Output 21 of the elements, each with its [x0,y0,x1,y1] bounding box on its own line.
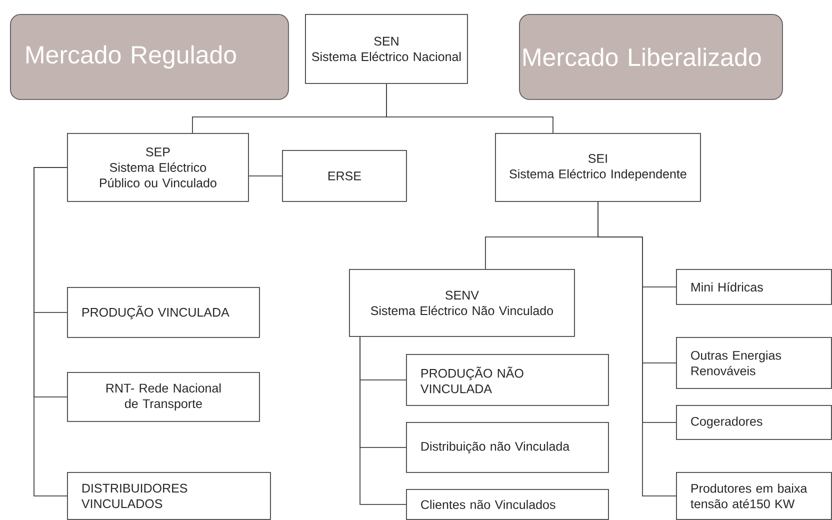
connector-line [598,201,676,496]
org-box: SEI Sistema Eléctrico Independente [495,133,701,202]
connector-line [386,83,554,134]
org-box: Cogeradores [676,405,832,440]
org-box: ERSE [282,150,407,202]
connector-line [34,167,68,496]
org-box: SEN Sistema Eléctrico Nacional [305,14,468,84]
org-box: Distribuição não Vinculada [406,422,609,473]
org-box: Produtores em baixa tensão até150 KW [676,472,832,520]
org-box: DISTRIBUIDORES VINCULADOS [67,472,271,520]
org-box: RNT- Rede Nacional de Transporte [67,372,260,422]
org-box: SENV Sistema Eléctrico Não Vinculado [349,269,575,337]
org-box: Outras Energias Renováveis [676,337,832,389]
org-box: SEP Sistema Eléctrico Público ou Vinculado [67,133,249,202]
market-box: Mercado Regulado [10,14,289,100]
org-box: PRODUÇÃO NÃO VINCULADA [406,354,609,406]
market-box: Mercado Liberalizado [519,14,783,100]
connector-line [360,336,406,505]
org-box: Clientes não Vinculados [406,489,609,520]
org-box: PRODUÇÃO VINCULADA [67,287,260,338]
org-box: Mini Hídricas [676,269,832,305]
